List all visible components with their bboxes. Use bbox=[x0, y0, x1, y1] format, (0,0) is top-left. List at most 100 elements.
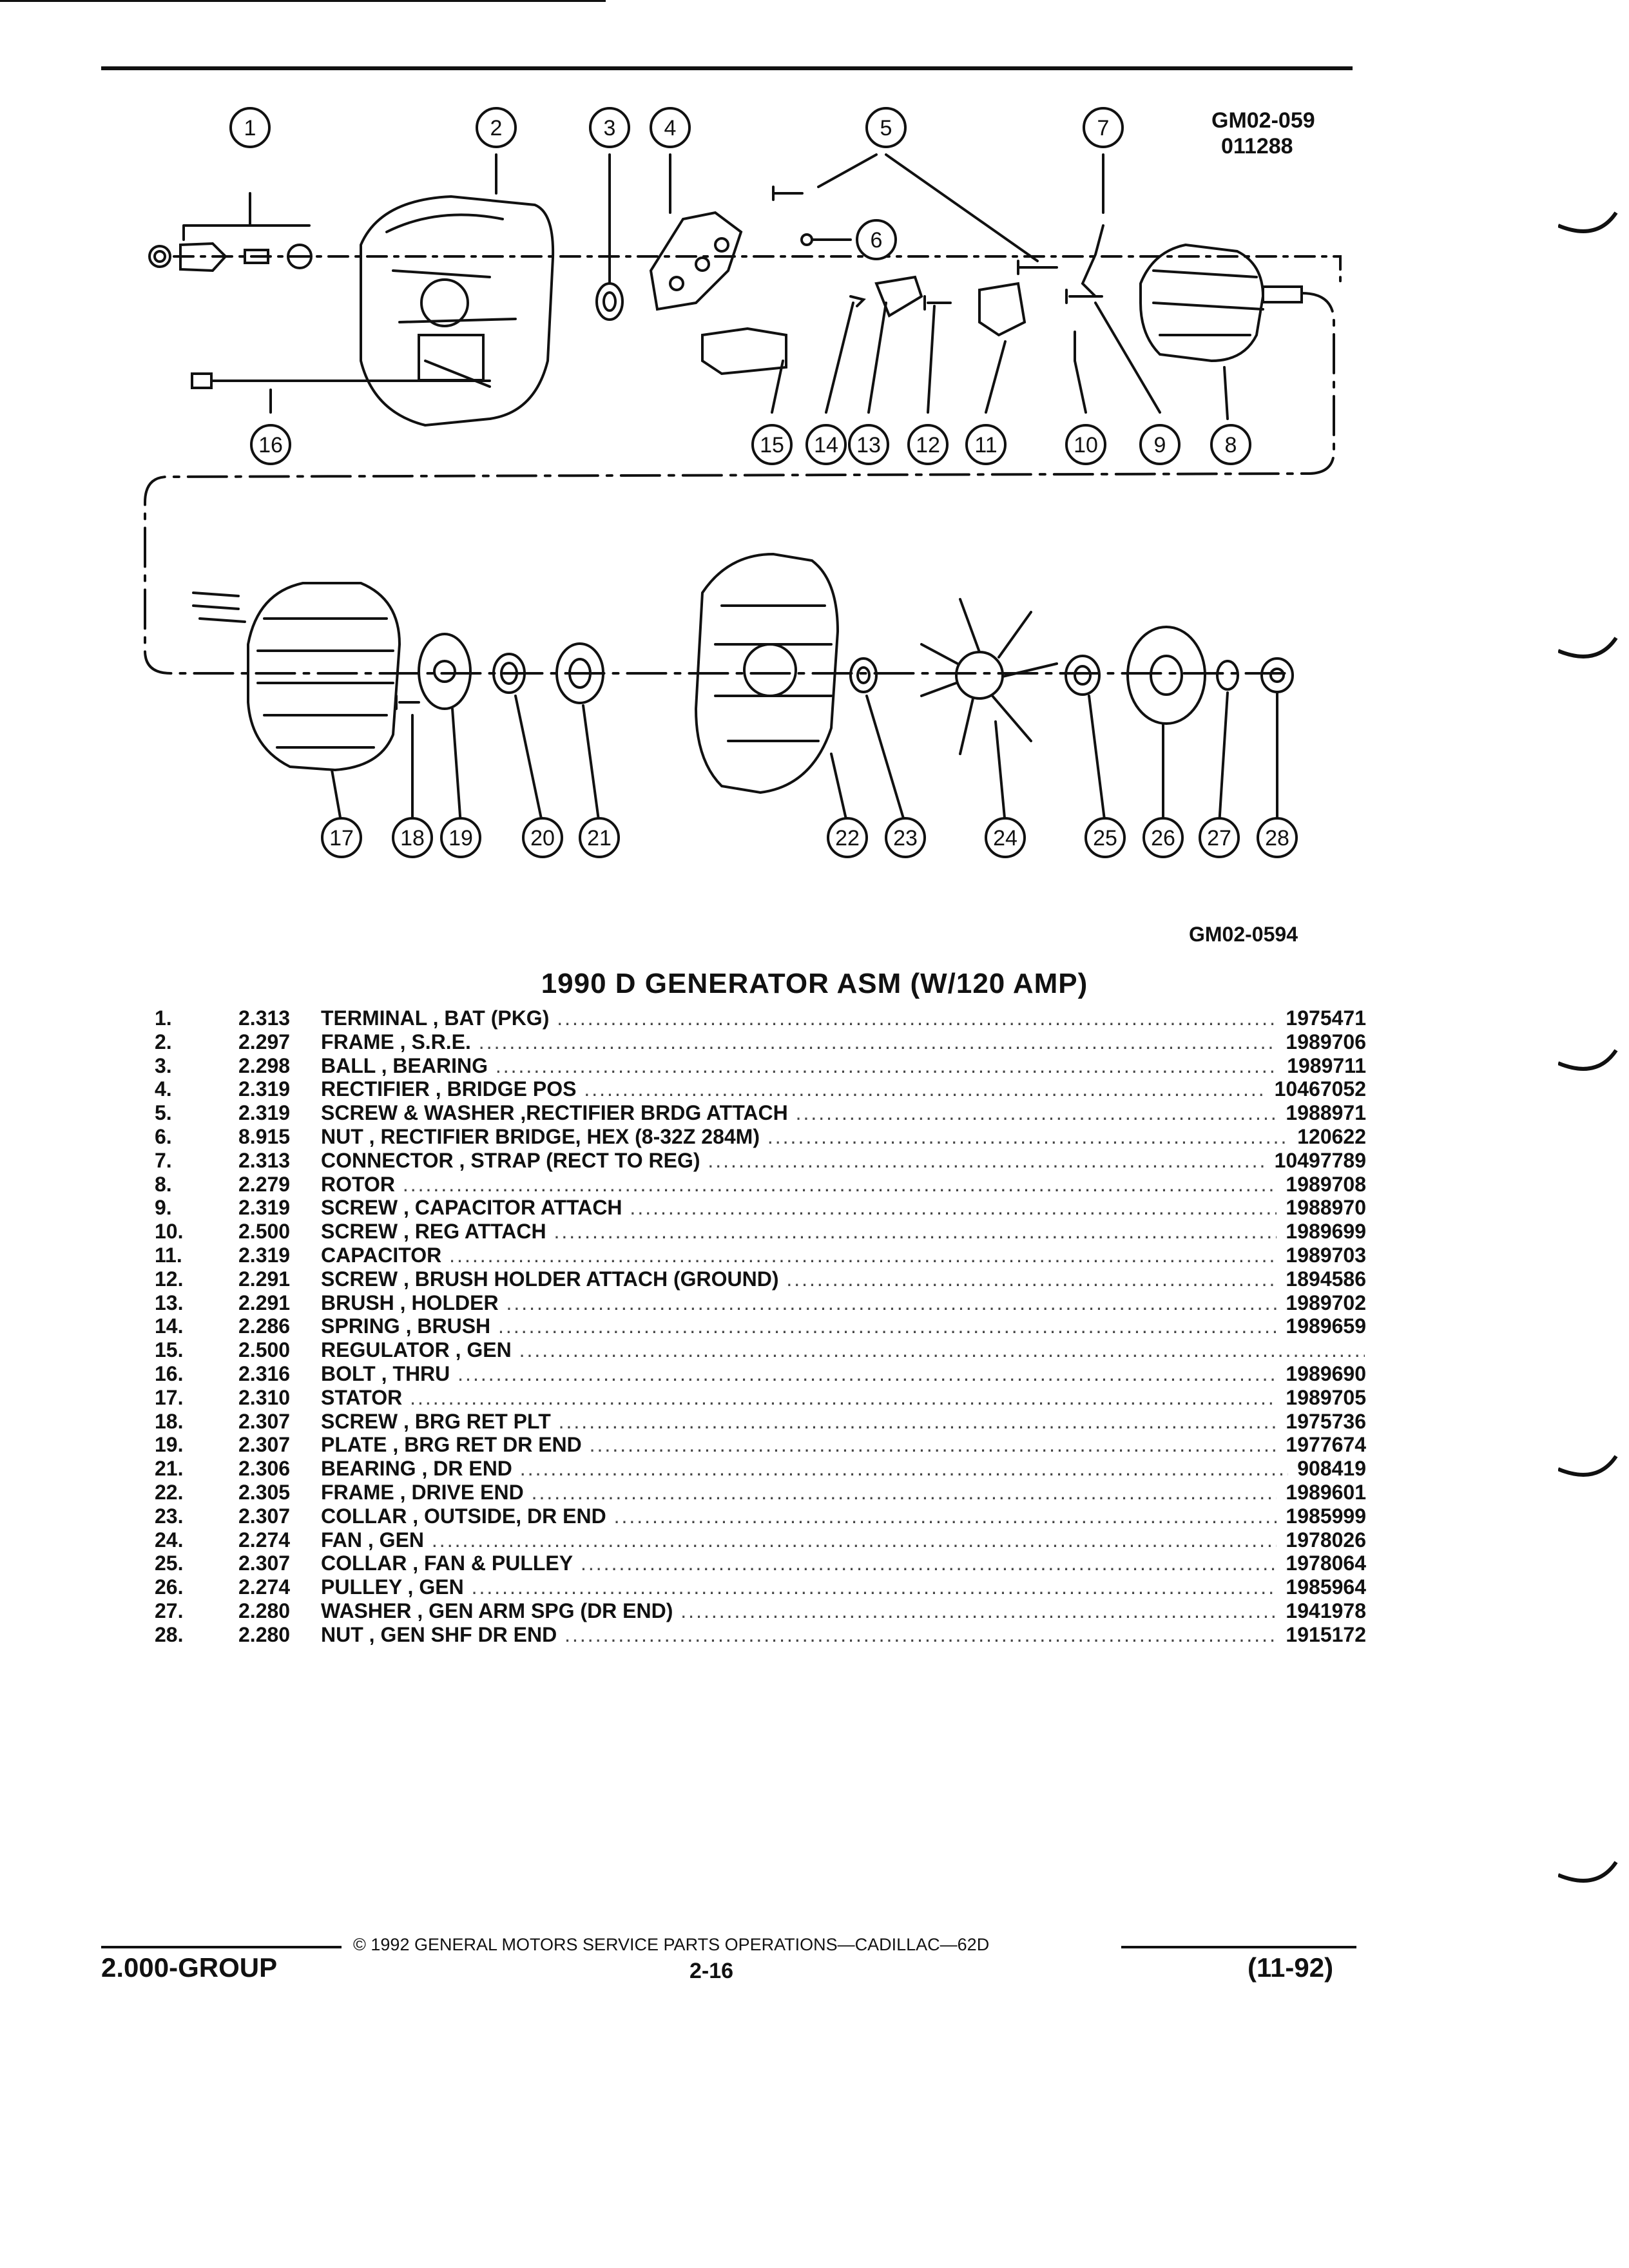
part-number: 1989601 bbox=[1277, 1480, 1366, 1504]
part-row: 25. 2.307 COLLAR , FAN & PULLEY ..........… bbox=[155, 1552, 1366, 1576]
part-description-cell: CAPACITOR ..............................… bbox=[321, 1244, 1365, 1267]
leader-dots: ........................................… bbox=[613, 1504, 1365, 1528]
part-description-cell: PLATE , BRG RET DR END .................… bbox=[321, 1433, 1365, 1457]
leader-dots: ........................................… bbox=[410, 1385, 1365, 1409]
part-description-cell: ROTOR ..................................… bbox=[321, 1173, 1365, 1196]
part-index: 23. bbox=[155, 1504, 184, 1528]
part-index: 8. bbox=[155, 1172, 172, 1196]
part-number: 1989659 bbox=[1277, 1314, 1366, 1339]
upper-axis-line bbox=[173, 255, 1342, 285]
leader-dots: ........................................… bbox=[402, 1172, 1365, 1196]
part-number: 1941978 bbox=[1277, 1599, 1366, 1623]
callout-number: 27 bbox=[1207, 826, 1231, 850]
part-group-code: 2.307 bbox=[238, 1504, 291, 1528]
leader-dots: ........................................… bbox=[449, 1243, 1365, 1267]
ball-bearing-part bbox=[595, 153, 624, 321]
stator-part bbox=[192, 582, 401, 826]
leader-dots: ........................................… bbox=[471, 1575, 1365, 1599]
part-index: 18. bbox=[155, 1409, 184, 1433]
exploded-view-diagram: GM02-059 011288 123456789101112131415161… bbox=[144, 107, 1342, 858]
callout-number: 4 bbox=[664, 116, 677, 140]
part-index: 24. bbox=[155, 1528, 184, 1552]
part-description-cell: REGULATOR , GEN ........................… bbox=[321, 1338, 1365, 1362]
part-description: SCREW & WASHER ,RECTIFIER BRDG ATTACH bbox=[321, 1101, 788, 1125]
part-description-cell: WASHER , GEN ARM SPG (DR END) ..........… bbox=[321, 1599, 1365, 1623]
callout-number: 24 bbox=[993, 826, 1017, 850]
part-index: 2. bbox=[155, 1030, 172, 1053]
callout-circle bbox=[589, 107, 630, 148]
part-group-code: 2.297 bbox=[238, 1030, 291, 1053]
pulley-part bbox=[1126, 626, 1206, 725]
part-number: 1975471 bbox=[1277, 1006, 1366, 1030]
callout-circle bbox=[751, 424, 793, 465]
part-description-cell: FRAME , DRIVE END ......................… bbox=[321, 1481, 1365, 1504]
part-number: 1975736 bbox=[1277, 1409, 1366, 1434]
callout-number: 12 bbox=[916, 433, 940, 457]
callout-number: 26 bbox=[1151, 826, 1175, 850]
capacitor-screw-part bbox=[1065, 289, 1103, 304]
leader-dots: ........................................… bbox=[498, 1314, 1365, 1338]
part-group-code: 2.280 bbox=[238, 1622, 291, 1646]
sre-frame-part bbox=[360, 153, 555, 427]
part-description-cell: NUT , RECTIFIER BRIDGE, HEX (8-32Z 284M)… bbox=[321, 1125, 1365, 1149]
part-description-cell: SCREW , CAPACITOR ATTACH ...............… bbox=[321, 1196, 1365, 1220]
part-description-cell: BEARING , DR END .......................… bbox=[321, 1457, 1365, 1481]
callout-circle bbox=[856, 219, 897, 260]
callout-number: 8 bbox=[1225, 433, 1237, 457]
part-description: BRUSH , HOLDER bbox=[321, 1291, 499, 1314]
part-number: 120622 bbox=[1288, 1124, 1366, 1149]
part-group-code: 2.307 bbox=[238, 1433, 291, 1457]
callout-circle bbox=[965, 424, 1007, 465]
part-description: SPRING , BRUSH bbox=[321, 1314, 491, 1338]
callout-number: 17 bbox=[329, 826, 354, 850]
revision-date: (11-92) bbox=[1248, 1952, 1334, 1983]
part-group-code: 2.305 bbox=[238, 1480, 291, 1504]
part-group-code: 2.316 bbox=[238, 1361, 291, 1385]
part-index: 7. bbox=[155, 1148, 172, 1172]
leader-dots: ........................................… bbox=[564, 1622, 1365, 1646]
part-number: 1978026 bbox=[1277, 1528, 1366, 1552]
part-description: COLLAR , OUTSIDE, DR END bbox=[321, 1504, 606, 1528]
callout-circle bbox=[985, 817, 1026, 858]
leader-dots: ........................................… bbox=[680, 1599, 1365, 1622]
leader-dots: ........................................… bbox=[558, 1409, 1365, 1433]
binder-mark bbox=[1558, 211, 1618, 233]
part-group-code: 2.319 bbox=[238, 1243, 291, 1267]
part-description-cell: CONNECTOR , STRAP (RECT TO REG) ........… bbox=[321, 1149, 1365, 1173]
part-number: 1985964 bbox=[1277, 1575, 1366, 1599]
callout-number: 16 bbox=[258, 433, 283, 457]
callout-number: 23 bbox=[893, 826, 918, 850]
nut-part bbox=[800, 233, 813, 246]
connector-line bbox=[144, 292, 1335, 675]
leader-dots: ........................................… bbox=[431, 1528, 1365, 1552]
diagram-code-top: GM02-059 bbox=[1211, 108, 1315, 133]
part-index: 16. bbox=[155, 1361, 184, 1385]
part-group-code: 2.500 bbox=[238, 1338, 291, 1362]
callout-number: 18 bbox=[400, 826, 425, 850]
thru-bolt-part bbox=[191, 372, 491, 414]
part-description: FRAME , S.R.E. bbox=[321, 1030, 471, 1053]
part-index: 3. bbox=[155, 1053, 172, 1077]
drive-end-bearing-part bbox=[555, 642, 604, 704]
callout-circle bbox=[522, 817, 563, 858]
part-group-code: 2.307 bbox=[238, 1552, 291, 1575]
callout-circle bbox=[229, 107, 271, 148]
part-group-code: 2.291 bbox=[238, 1267, 291, 1291]
part-description-cell: COLLAR , FAN & PULLEY ..................… bbox=[321, 1552, 1365, 1575]
part-description: COLLAR , FAN & PULLEY bbox=[321, 1552, 574, 1575]
callout-number: 6 bbox=[871, 228, 883, 253]
part-index: 25. bbox=[155, 1552, 184, 1575]
leader-dots: ........................................… bbox=[630, 1196, 1365, 1220]
part-group-code: 2.307 bbox=[238, 1409, 291, 1433]
part-description-cell: SCREW , REG ATTACH .....................… bbox=[321, 1220, 1365, 1244]
